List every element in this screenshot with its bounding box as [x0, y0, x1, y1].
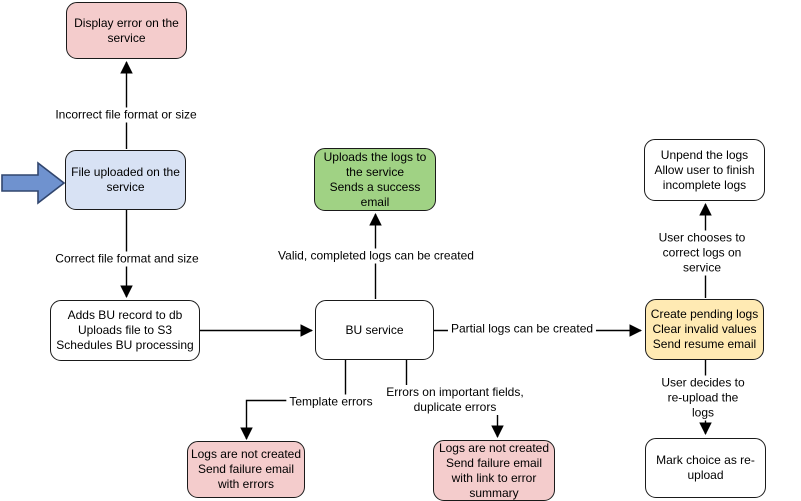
node-file-uploaded-label: File uploaded on the service: [71, 165, 180, 194]
node-uploads-logs: Uploads the logs to the service Sends a …: [314, 148, 436, 211]
edge-label-valid-logs: Valid, completed logs can be created: [275, 248, 477, 264]
node-bu-service: BU service: [315, 300, 434, 360]
node-unpend-logs: Unpend the logs Allow user to finish inc…: [644, 139, 765, 201]
node-logs-not-created-fields-label: Logs are not created Send failure email …: [438, 440, 550, 500]
edge-label-template-errors: Template errors: [286, 394, 376, 410]
node-logs-not-created-fields: Logs are not created Send failure email …: [433, 440, 555, 501]
node-display-error-label: Display error on the service: [74, 15, 179, 45]
node-create-pending-label: Create pending logs Clear invalid values…: [650, 307, 759, 351]
node-display-error: Display error on the service: [66, 2, 187, 59]
node-mark-choice-label: Mark choice as re- upload: [656, 453, 755, 482]
node-logs-not-created-template-label: Logs are not created Send failure email …: [190, 447, 302, 491]
node-file-uploaded: File uploaded on the service: [65, 150, 186, 210]
entry-arrow-icon: [1, 161, 66, 205]
edge-label-correct-format: Correct file format and size: [52, 251, 202, 267]
edge-label-user-reuploads: User decides to re-upload the logs: [654, 375, 752, 421]
node-unpend-logs-label: Unpend the logs Allow user to finish inc…: [654, 147, 755, 192]
edge-label-incorrect-format: Incorrect file format or size: [52, 107, 200, 123]
node-mark-choice: Mark choice as re- upload: [645, 438, 766, 498]
node-adds-bu-record-label: Adds BU record to db Uploads file to S3 …: [56, 308, 194, 352]
edge-label-user-corrects: User chooses to correct logs on service: [652, 230, 752, 276]
node-create-pending: Create pending logs Clear invalid values…: [645, 299, 764, 360]
node-adds-bu-record: Adds BU record to db Uploads file to S3 …: [50, 300, 200, 361]
node-logs-not-created-template: Logs are not created Send failure email …: [187, 441, 305, 498]
edge-label-important-field-errors: Errors on important fields, duplicate er…: [383, 385, 527, 415]
edge-label-partial-logs: Partial logs can be created: [447, 321, 597, 337]
node-uploads-logs-label: Uploads the logs to the service Sends a …: [323, 149, 427, 209]
node-bu-service-label: BU service: [345, 322, 404, 337]
